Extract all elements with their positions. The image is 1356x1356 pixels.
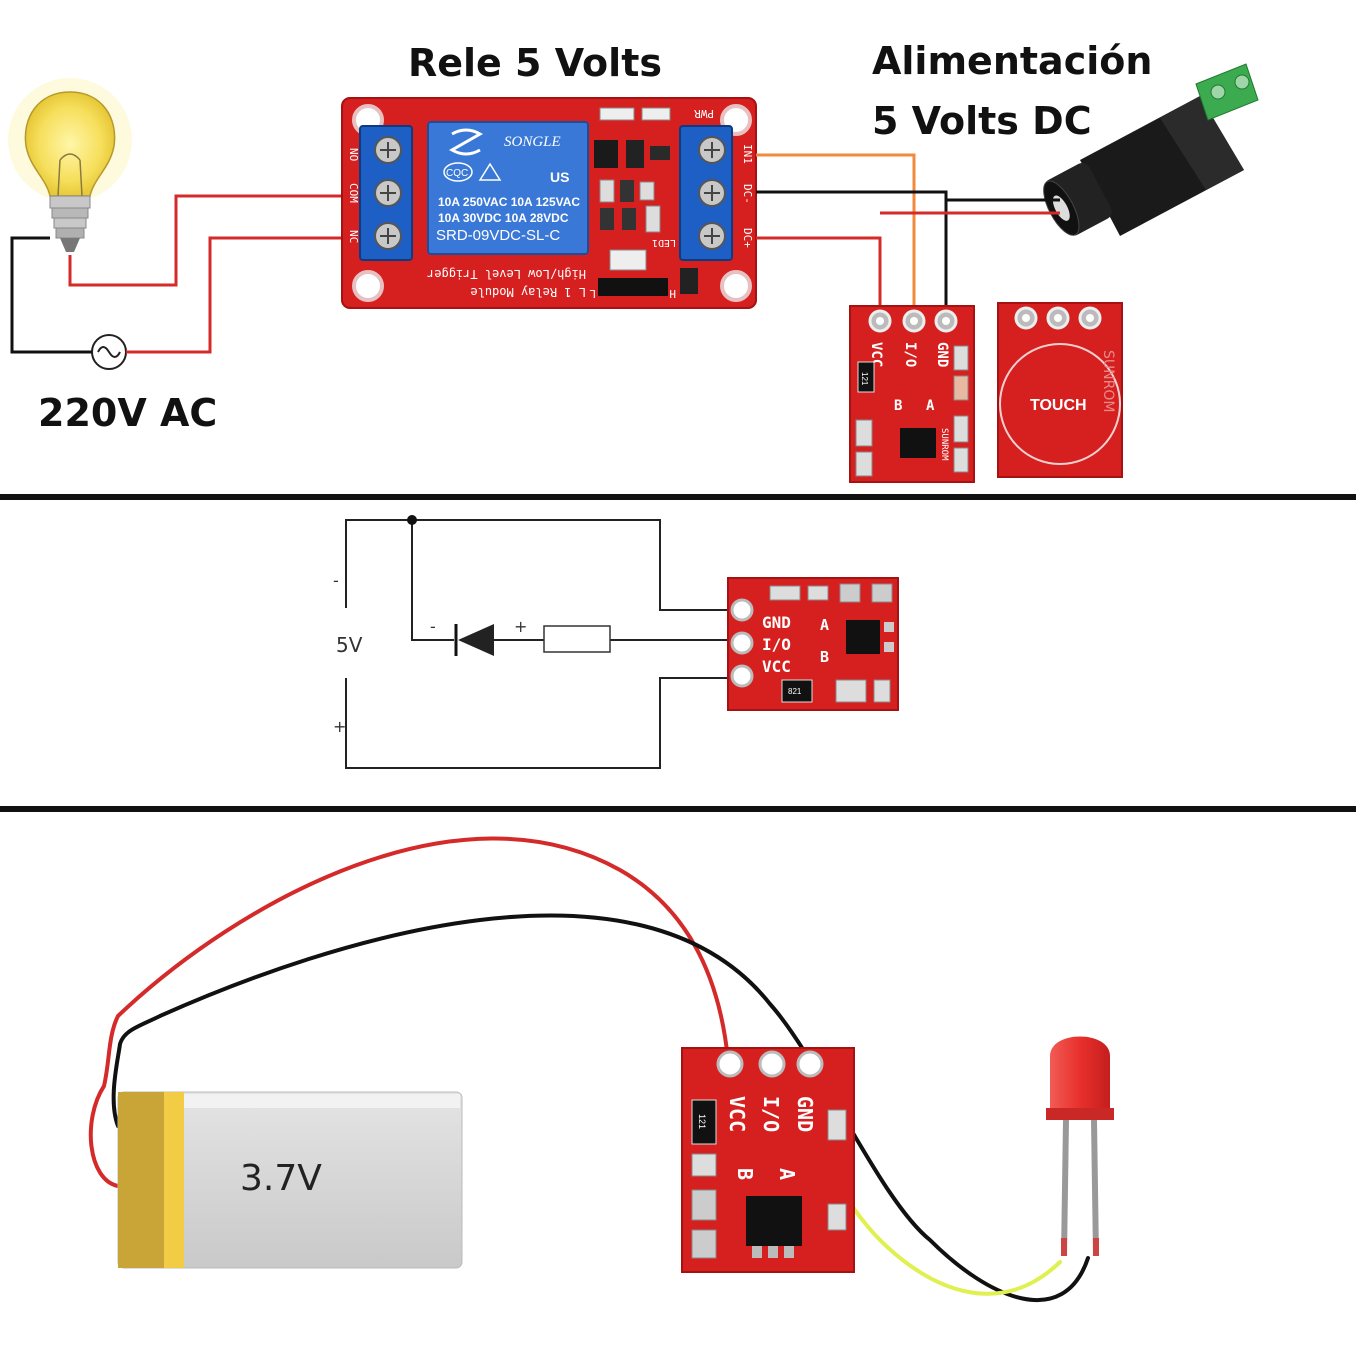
ac-voltage-label: 220V AC <box>38 391 217 435</box>
battery-plus-label: + <box>333 717 346 736</box>
battery-voltage-label: 5V <box>336 633 363 657</box>
relay-l-label: L <box>589 287 596 300</box>
battery-voltage: 3.7V <box>240 1158 322 1199</box>
relay-input-terminal <box>679 125 733 261</box>
pin-dc-minus-label: DC- <box>741 184 754 204</box>
relay-rating-line1: 10A 250VAC 10A 125VAC <box>438 195 580 209</box>
relay-module-line1: L 1 Relay Module <box>470 285 586 299</box>
bat-resistor-code: 121 <box>697 1114 707 1129</box>
relay-brand: SONGLE <box>504 134 561 150</box>
ac-source-icon <box>91 334 127 370</box>
rear-brand: SUNROM <box>939 428 949 461</box>
schem-resistor-code: 821 <box>788 687 802 696</box>
junction-dot <box>407 515 417 525</box>
smd-resistor <box>599 107 635 121</box>
relay-rating-line2: 10A 30VDC 10A 28VDC <box>438 211 569 225</box>
pin-in1-label: IN1 <box>741 144 754 164</box>
diode-minus-label: - <box>430 617 436 636</box>
light-bulb-icon <box>8 78 132 252</box>
relay-cert-right: US <box>550 169 569 185</box>
schem-pad-b: B <box>820 648 829 666</box>
pin-nc-label: NC <box>347 230 360 243</box>
rear-resistor-code: 121 <box>860 372 869 386</box>
rear-pin-vcc: VCC <box>868 342 884 367</box>
relay-pwr-label: PWR <box>694 107 714 120</box>
relay-board-components <box>594 140 698 296</box>
bat-pin-gnd: GND <box>793 1096 817 1132</box>
resistor-symbol <box>543 625 611 653</box>
schem-pin-vcc: VCC <box>762 657 791 676</box>
rear-pad-b: B <box>894 398 902 414</box>
relay-module: NO COM NC SONGLE CQC US 10A 250VAC 10A 1… <box>341 97 757 309</box>
front-brand: SUNROM <box>1100 350 1116 412</box>
pin-no-label: NO <box>347 148 360 161</box>
bat-pad-b: B <box>733 1168 757 1180</box>
battery-minus-label: - <box>333 571 339 590</box>
bat-pin-io: I/O <box>759 1096 783 1132</box>
bat-pad-a: A <box>775 1168 799 1180</box>
touch-module-rear: VCC I/O GND A B 121 SUNROM <box>849 305 975 483</box>
relay-cert-left: CQC <box>446 168 468 179</box>
relay-module-line2: High/Low Level Trigger <box>427 267 586 281</box>
lipo-battery: 3.7V <box>117 1091 463 1269</box>
relay-led-label: LED1 <box>652 237 676 248</box>
dc-wiring <box>756 153 1060 315</box>
power-title-line2: 5 Volts DC <box>872 99 1092 143</box>
schem-pin-gnd: GND <box>762 613 791 632</box>
touch-pad-label: TOUCH <box>1030 397 1087 414</box>
panel-battery-circuit: 3.7V VCC I/O GND B A 121 <box>88 836 1114 1302</box>
pwr-led <box>641 107 671 121</box>
touch-module-front: TOUCH SUNROM <box>997 302 1123 478</box>
power-title-line1: Alimentación <box>872 39 1152 83</box>
red-led-icon <box>1046 1036 1114 1257</box>
diode-symbol <box>454 624 494 656</box>
rear-pin-io: I/O <box>902 342 918 367</box>
touch-module-schematic: GND I/O VCC A B 821 <box>727 577 899 711</box>
relay-title: Rele 5 Volts <box>408 41 662 85</box>
pin-dc-plus-label: DC+ <box>741 228 754 248</box>
touch-module-battery: VCC I/O GND B A 121 <box>681 1047 855 1273</box>
divider-1 <box>0 494 1356 500</box>
bat-pin-vcc: VCC <box>725 1096 749 1132</box>
relay-output-terminal <box>359 125 413 261</box>
panel-schematic: - 5V + - + GND I/O VCC A B 8 <box>333 515 899 769</box>
dc-power-jack-icon <box>1043 63 1259 236</box>
pin-com-label: COM <box>347 183 360 203</box>
diode-plus-label: + <box>514 617 527 636</box>
schematic-wires <box>345 519 732 769</box>
divider-2 <box>0 806 1356 812</box>
schem-pin-io: I/O <box>762 635 791 654</box>
schem-pad-a: A <box>820 616 829 634</box>
ac-wiring <box>10 194 345 354</box>
relay-h-label: H <box>669 287 676 300</box>
relay-component: SONGLE CQC US 10A 250VAC 10A 125VAC 10A … <box>427 121 589 255</box>
panel-relay-circuit: Rele 5 Volts Alimentación 5 Volts DC 220… <box>8 39 1259 483</box>
relay-model: SRD-09VDC-SL-C <box>436 227 560 244</box>
rear-pin-gnd: GND <box>934 342 950 367</box>
rear-pad-a: A <box>926 398 935 414</box>
